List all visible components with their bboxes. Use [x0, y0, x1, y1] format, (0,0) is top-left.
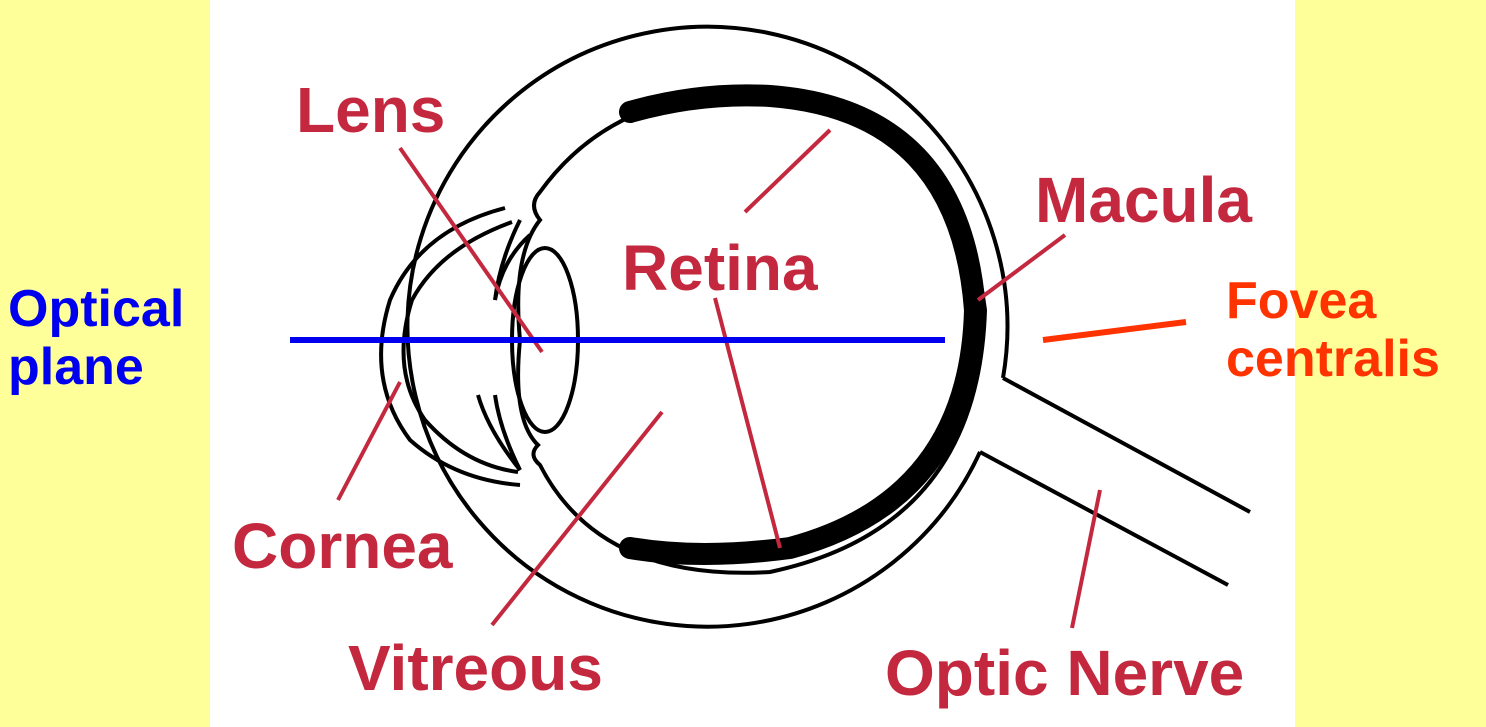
- cornea-pointer: [338, 382, 400, 500]
- fovea-pointer-line: [1043, 322, 1186, 340]
- label-optic-nerve: Optic Nerve: [885, 637, 1244, 709]
- label-retina: Retina: [622, 232, 818, 304]
- fovea-centralis-label: Fovea centralis: [1226, 272, 1440, 388]
- retina-band: [630, 95, 975, 554]
- label-vitreous: Vitreous: [348, 632, 603, 704]
- label-cornea: Cornea: [232, 510, 453, 582]
- retina-pointer-lower: [715, 298, 780, 548]
- lens-pointer: [400, 148, 542, 352]
- optical-plane-label: Optical plane: [8, 280, 184, 396]
- vitreous-pointer: [492, 412, 662, 625]
- fovea-line2: centralis: [1226, 330, 1440, 388]
- iris-lower: [478, 395, 520, 470]
- label-macula: Macula: [1035, 164, 1252, 236]
- fovea-line1: Fovea: [1226, 272, 1440, 330]
- iris-upper: [495, 220, 530, 300]
- cornea-inner: [404, 222, 518, 472]
- retina-pointer-upper: [745, 130, 830, 212]
- sclera-outer: [407, 27, 1007, 627]
- label-lens: Lens: [296, 74, 445, 146]
- optical-plane-line1: Optical: [8, 280, 184, 338]
- macula-pointer: [978, 235, 1065, 300]
- optic-nerve-upper-edge: [1003, 378, 1250, 512]
- optical-plane-line2: plane: [8, 338, 184, 396]
- optic-nerve-lower-edge: [980, 452, 1228, 585]
